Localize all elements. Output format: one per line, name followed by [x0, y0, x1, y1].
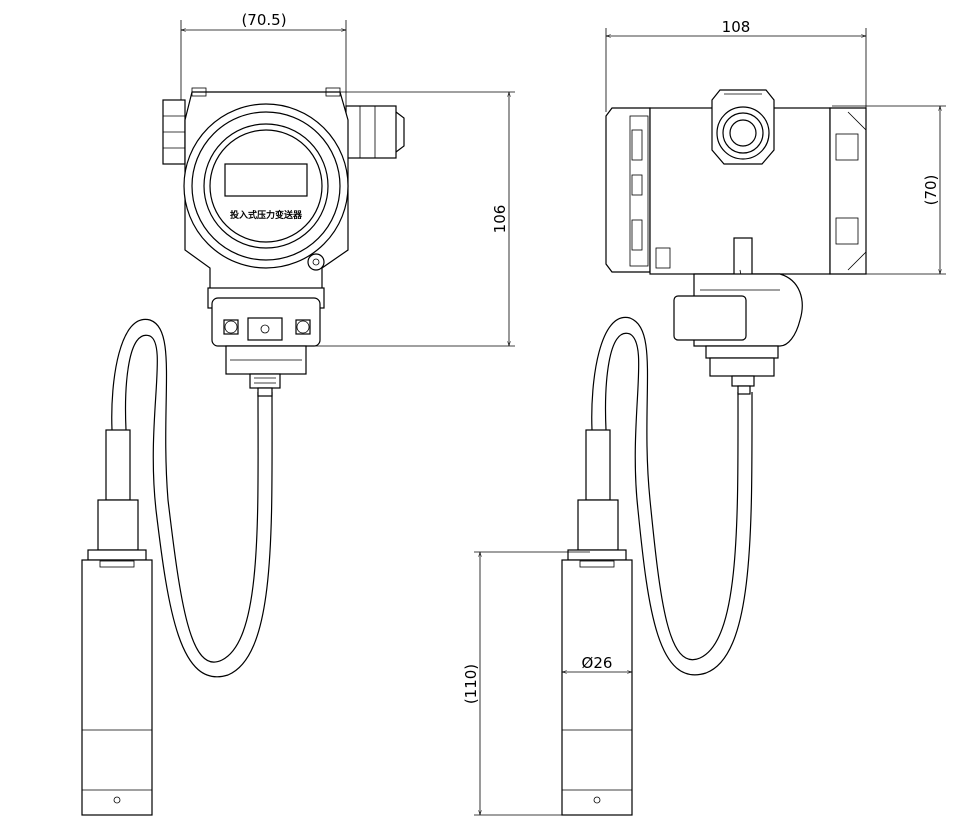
- lcd-window: [224, 163, 308, 197]
- side-housing: [605, 107, 867, 275]
- front-clamp: [207, 287, 325, 397]
- front-view: 投入式压力变送器: [81, 11, 515, 816]
- side-view: 108 (70) (110) Ø26: [462, 18, 946, 815]
- dim-front-height: 106: [306, 92, 515, 346]
- side-clamp: [673, 237, 803, 395]
- dim-probe-length-label: (110): [462, 664, 480, 704]
- dim-front-height-label: 106: [491, 205, 509, 234]
- dim-probe-diameter: Ø26: [562, 654, 632, 672]
- dim-side-height-label: (70): [922, 175, 940, 206]
- dim-side-height: (70): [832, 106, 946, 274]
- side-probe: [561, 429, 633, 816]
- dim-front-width-label: (70.5): [241, 11, 286, 29]
- front-cover: 投入式压力变送器: [183, 103, 349, 269]
- front-cable: [111, 318, 273, 678]
- dim-side-width-label: 108: [722, 18, 751, 36]
- dim-probe-diameter-label: Ø26: [582, 654, 613, 672]
- front-right-gland: [345, 105, 405, 159]
- dim-probe-length: (110): [462, 552, 590, 815]
- side-cable: [591, 316, 753, 676]
- front-probe: [81, 429, 153, 816]
- display-label: 投入式压力变送器: [230, 209, 303, 221]
- side-top-gland: [711, 89, 775, 165]
- front-left-gland: [162, 99, 186, 165]
- dim-side-width: 108: [606, 18, 866, 112]
